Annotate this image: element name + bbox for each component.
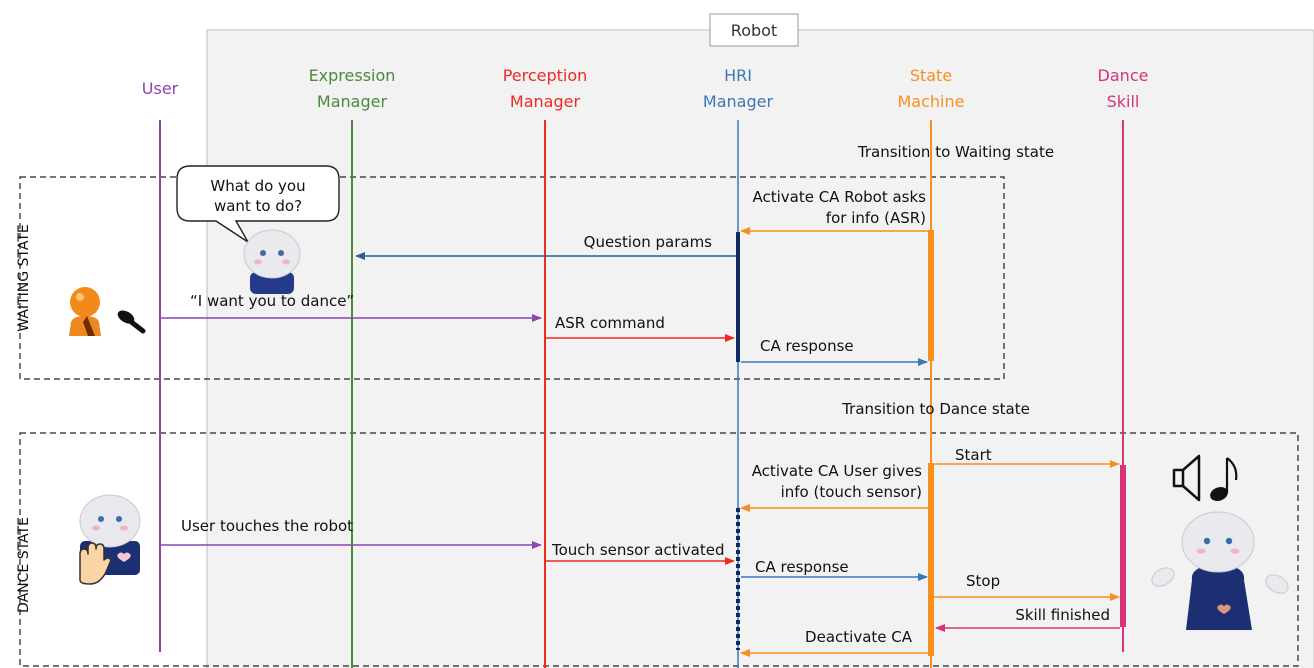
lifeline-label: Perception [503, 66, 588, 85]
robot-icon [243, 229, 301, 294]
lifeline-label: Skill [1107, 92, 1140, 111]
message-label: Activate CA User gives [752, 462, 922, 480]
lifeline-label: Manager [317, 92, 388, 111]
message-label: Touch sensor activated [551, 541, 725, 559]
lifeline-label: Machine [898, 92, 965, 111]
message-label: User touches the robot [181, 517, 353, 535]
waiting-state-label: WAITING STATE [16, 224, 32, 331]
message-label: “I want you to dance” [190, 292, 354, 310]
dance-state-label: DANCE STATE [16, 517, 32, 613]
lifeline-label: Dance [1098, 66, 1149, 85]
lifeline-label: State [910, 66, 952, 85]
robot-icon [1151, 511, 1289, 630]
lifeline-label: Expression [309, 66, 396, 85]
lifeline-header-dance: Dance Skill [1098, 66, 1149, 111]
message-activate-ca-touch: Activate CA User gives info (touch senso… [740, 462, 928, 512]
message-start: Start [934, 446, 1120, 468]
message-label: Start [955, 446, 992, 464]
music-note-icon [1210, 457, 1238, 501]
speech-bubble: What do you want to do? [176, 165, 340, 243]
message-label: info (touch sensor) [781, 483, 922, 501]
lifeline-label: Manager [703, 92, 774, 111]
message-label: Deactivate CA [805, 628, 913, 646]
user-figure-icon [69, 287, 101, 336]
lifeline-header-hri: HRI Manager [703, 66, 774, 111]
lifeline-header-state: State Machine [898, 66, 965, 111]
message-label: Skill finished [1015, 606, 1110, 624]
message-label: Stop [966, 572, 1000, 590]
activation-state-waiting [928, 230, 934, 361]
message-stop: Stop [934, 572, 1120, 601]
message-user-touch: User touches the robot [161, 517, 542, 549]
message-label: CA response [760, 337, 854, 355]
message-ca-response-1: CA response [741, 337, 928, 366]
message-deactivate-ca: Deactivate CA [740, 628, 928, 657]
message-label: Activate CA Robot asks [752, 188, 926, 206]
robot-title: Robot [731, 21, 777, 40]
activation-state-dance [928, 463, 934, 656]
waiting-state-box [19, 176, 1005, 380]
speaker-icon [1172, 454, 1201, 502]
message-label: Question params [584, 233, 713, 251]
robot-title-box [709, 13, 799, 47]
message-activate-ca-asr: Activate CA Robot asks for info (ASR) [740, 188, 928, 235]
message-question-params: Question params [355, 233, 736, 260]
message-label: CA response [755, 558, 849, 576]
note-transition-waiting: Transition to Waiting state [857, 143, 1054, 161]
speech-bubble-text: What do you [210, 177, 305, 195]
message-label: for info (ASR) [826, 209, 926, 227]
lifeline-label: Manager [510, 92, 581, 111]
hand-icon [79, 542, 112, 585]
lifeline-header-expression: Expression Manager [309, 66, 396, 111]
message-label: ASR command [555, 314, 665, 332]
microphone-icon [117, 310, 146, 334]
dance-state-box [19, 432, 1299, 667]
lifeline-header-user: User [142, 79, 179, 98]
message-touch-sensor: Touch sensor activated [546, 541, 735, 565]
message-asr-command: ASR command [546, 314, 735, 342]
activation-hri-waiting [736, 232, 740, 362]
message-user-request: “I want you to dance” [161, 292, 542, 322]
message-skill-finished: Skill finished [935, 606, 1120, 632]
speech-bubble-shape [176, 165, 340, 243]
lifeline-header-perception: Perception Manager [503, 66, 588, 111]
robot-boundary [206, 29, 1314, 668]
speech-bubble-text: want to do? [214, 197, 302, 215]
lifeline-label: User [142, 79, 179, 98]
message-ca-response-2: CA response [741, 558, 928, 581]
note-transition-dance: Transition to Dance state [841, 400, 1030, 418]
lifeline-label: HRI [724, 66, 752, 85]
activation-dance-skill [1120, 465, 1126, 627]
